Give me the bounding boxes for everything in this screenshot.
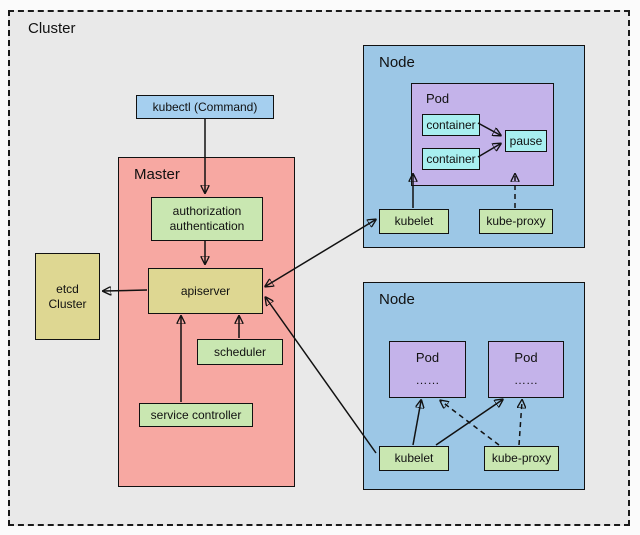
- node-bottom-pod-left: Pod ……: [389, 341, 466, 398]
- apiserver-box: apiserver: [148, 268, 263, 314]
- authorization-authentication-box: authorization authentication: [151, 197, 263, 241]
- cluster-label: Cluster: [28, 20, 76, 37]
- container-2-label: container: [426, 151, 476, 166]
- node-bottom-pod-left-label: Pod: [415, 350, 440, 365]
- node-top-pod-label: Pod: [426, 91, 450, 106]
- node-top-kubelet-box: kubelet: [379, 209, 449, 234]
- etcd-cluster-label: etcd Cluster: [48, 281, 87, 311]
- service-controller-box: service controller: [139, 403, 253, 427]
- node-top-label: Node: [379, 54, 415, 71]
- pause-label: pause: [509, 133, 543, 148]
- node-bottom-pod-right-ellipsis: ……: [514, 373, 538, 388]
- master-panel: Master authorization authentication apis…: [118, 157, 295, 487]
- node-top-kubelet-label: kubelet: [394, 214, 434, 228]
- node-bottom-kube-proxy-box: kube-proxy: [484, 446, 559, 471]
- scheduler-box: scheduler: [197, 339, 283, 365]
- node-bottom-kube-proxy-label: kube-proxy: [491, 451, 552, 465]
- node-bottom-label: Node: [379, 291, 415, 308]
- node-top-pod: Pod container container pause: [411, 83, 554, 186]
- node-bottom-kubelet-label: kubelet: [394, 451, 434, 465]
- node-bottom-panel: Node Pod …… Pod …… kubelet kube-proxy: [363, 282, 585, 490]
- container-box-2: container: [422, 148, 480, 170]
- apiserver-label: apiserver: [180, 283, 231, 298]
- node-top-panel: Node Pod container container pause kubel…: [363, 45, 585, 248]
- node-bottom-pod-right: Pod ……: [488, 341, 564, 398]
- scheduler-label: scheduler: [213, 344, 267, 359]
- node-top-kube-proxy-box: kube-proxy: [479, 209, 553, 234]
- pause-box: pause: [505, 130, 547, 152]
- kubectl-label: kubectl (Command): [152, 99, 258, 114]
- node-bottom-kubelet-box: kubelet: [379, 446, 449, 471]
- master-label: Master: [134, 166, 180, 183]
- etcd-cluster-box: etcd Cluster: [35, 253, 100, 340]
- authorization-authentication-label: authorization authentication: [169, 204, 245, 233]
- kubectl-box: kubectl (Command): [136, 95, 274, 119]
- container-1-label: container: [426, 117, 476, 132]
- node-bottom-pod-right-label: Pod: [514, 350, 538, 365]
- container-box-1: container: [422, 114, 480, 136]
- node-top-kube-proxy-label: kube-proxy: [486, 214, 546, 228]
- node-bottom-pod-left-ellipsis: ……: [415, 373, 440, 388]
- service-controller-label: service controller: [150, 407, 242, 422]
